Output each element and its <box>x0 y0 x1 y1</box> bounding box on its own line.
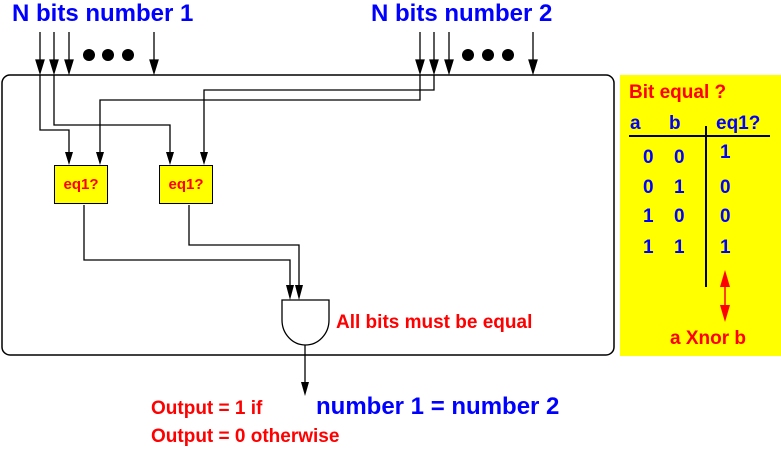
cell-b: 0 <box>674 206 685 227</box>
input2-label: N bits number 2 <box>371 0 553 27</box>
truth-table-lines <box>629 126 770 287</box>
truth-table-header-eq: eq1? <box>716 113 761 134</box>
input2-ellipsis <box>462 49 514 61</box>
truth-table-title: Bit equal ? <box>629 82 727 103</box>
truth-table-panel <box>620 75 781 356</box>
output-condition: number 1 = number 2 <box>316 393 560 420</box>
input1-label: N bits number 1 <box>12 0 194 27</box>
wire-arrowheads <box>65 152 309 396</box>
cell-b: 1 <box>674 177 685 198</box>
gate-note: All bits must be equal <box>336 312 533 333</box>
cell-b: 0 <box>674 147 685 168</box>
cell-a: 0 <box>643 177 654 198</box>
cell-eq: 1 <box>720 237 731 258</box>
input1-arrows <box>35 32 159 76</box>
cell-eq: 0 <box>720 206 731 227</box>
cell-a: 0 <box>643 147 654 168</box>
output-line2: Output = 0 otherwise <box>151 426 340 447</box>
internal-wires <box>39 75 435 384</box>
input2-arrows <box>415 32 538 76</box>
bit-comparator-2: eq1? <box>159 165 213 204</box>
cell-a: 1 <box>643 237 654 258</box>
output-line1-prefix: Output = 1 if <box>151 398 263 419</box>
xnor-annotation: a Xnor b <box>670 328 747 349</box>
xnor-arrow <box>720 270 730 322</box>
comparator-block <box>1 74 615 356</box>
bit-comparator-1: eq1? <box>54 165 108 204</box>
cell-eq: 0 <box>720 177 731 198</box>
cell-a: 1 <box>643 206 654 227</box>
input1-ellipsis <box>83 49 134 61</box>
cell-eq: 1 <box>720 142 731 163</box>
truth-table-header-b: b <box>669 113 681 134</box>
and-gate <box>281 299 330 346</box>
cell-b: 1 <box>674 237 685 258</box>
truth-table-header-a: a <box>630 113 641 134</box>
